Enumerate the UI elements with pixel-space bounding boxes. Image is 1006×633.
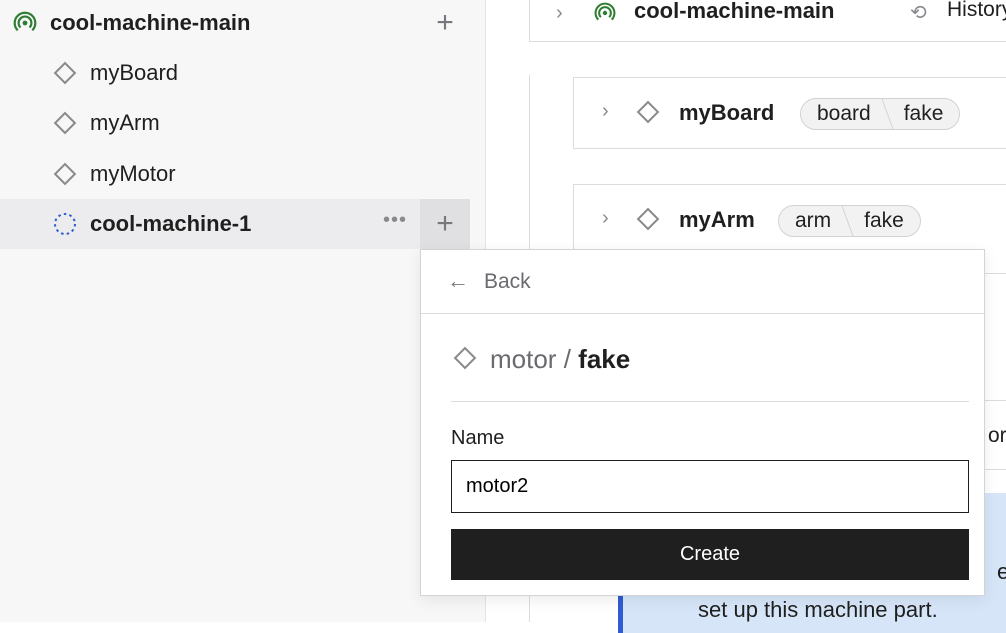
card-name: myArm xyxy=(679,207,755,232)
type-label: board xyxy=(817,102,871,125)
sidebar-item-mymotor[interactable]: myMotor xyxy=(0,149,470,199)
component-name: myMotor xyxy=(90,161,176,186)
back-label: Back xyxy=(484,270,531,293)
diamond-icon xyxy=(636,100,660,124)
create-button[interactable]: Create xyxy=(451,529,969,580)
model-label: fake xyxy=(578,344,631,374)
diamond-icon xyxy=(636,207,660,231)
diamond-icon xyxy=(453,346,477,370)
add-component-popover: ← Back motor / fake Name Create xyxy=(420,249,985,596)
sidebar: cool-machine-main + myBoard myArm myMoto… xyxy=(0,0,486,622)
divider xyxy=(451,401,969,402)
sidebar-item-cool-machine-1[interactable]: cool-machine-1 ••• xyxy=(0,199,470,249)
component-name: myBoard xyxy=(90,60,179,85)
broadcast-icon xyxy=(594,2,616,29)
name-input[interactable] xyxy=(451,460,969,513)
diamond-icon xyxy=(52,110,78,136)
name-label: Name xyxy=(451,427,505,449)
chevron-right-icon[interactable]: › xyxy=(556,2,563,24)
component-name: myArm xyxy=(90,110,160,135)
chevron-right-icon[interactable]: › xyxy=(602,207,609,229)
arrow-left-icon: ← xyxy=(447,268,469,293)
component-type-title: motor / fake xyxy=(490,344,630,375)
broadcast-icon xyxy=(12,10,38,36)
card-name: myBoard xyxy=(679,100,775,125)
chevron-right-icon[interactable]: › xyxy=(602,100,609,122)
model-label: fake xyxy=(903,102,944,125)
add-to-part-button[interactable]: + xyxy=(420,199,470,249)
add-to-machine-button[interactable]: + xyxy=(436,6,454,39)
history-icon[interactable]: ⟲ xyxy=(910,2,927,24)
machine-header: › cool-machine-main ⟲ History xyxy=(529,0,1006,42)
part-name: cool-machine-1 xyxy=(90,211,252,236)
sidebar-item-myboard[interactable]: myBoard xyxy=(0,48,470,98)
diamond-icon xyxy=(52,161,78,187)
dashed-circle-icon xyxy=(52,211,78,237)
info-text: set up this machine part. xyxy=(698,597,938,622)
header-machine-name: cool-machine-main xyxy=(634,0,835,23)
sidebar-item-myarm[interactable]: myArm xyxy=(0,98,470,148)
history-button[interactable]: History xyxy=(947,0,1006,21)
partial-text: or xyxy=(988,424,1006,447)
separator: / xyxy=(563,344,571,374)
type-label: motor xyxy=(490,344,557,374)
more-options-icon[interactable]: ••• xyxy=(383,209,408,231)
partial-text: e xyxy=(997,559,1006,584)
type-model-pill: arm fake xyxy=(778,205,921,237)
model-label: fake xyxy=(864,209,904,232)
machine-name: cool-machine-main xyxy=(50,10,251,35)
type-model-pill: board fake xyxy=(800,98,961,130)
component-card-myboard[interactable]: › myBoard board fake xyxy=(573,77,1006,149)
back-button[interactable]: ← Back xyxy=(421,250,984,314)
diamond-icon xyxy=(52,60,78,86)
type-label: arm xyxy=(795,209,832,232)
sidebar-machine-row[interactable]: cool-machine-main xyxy=(0,0,470,48)
